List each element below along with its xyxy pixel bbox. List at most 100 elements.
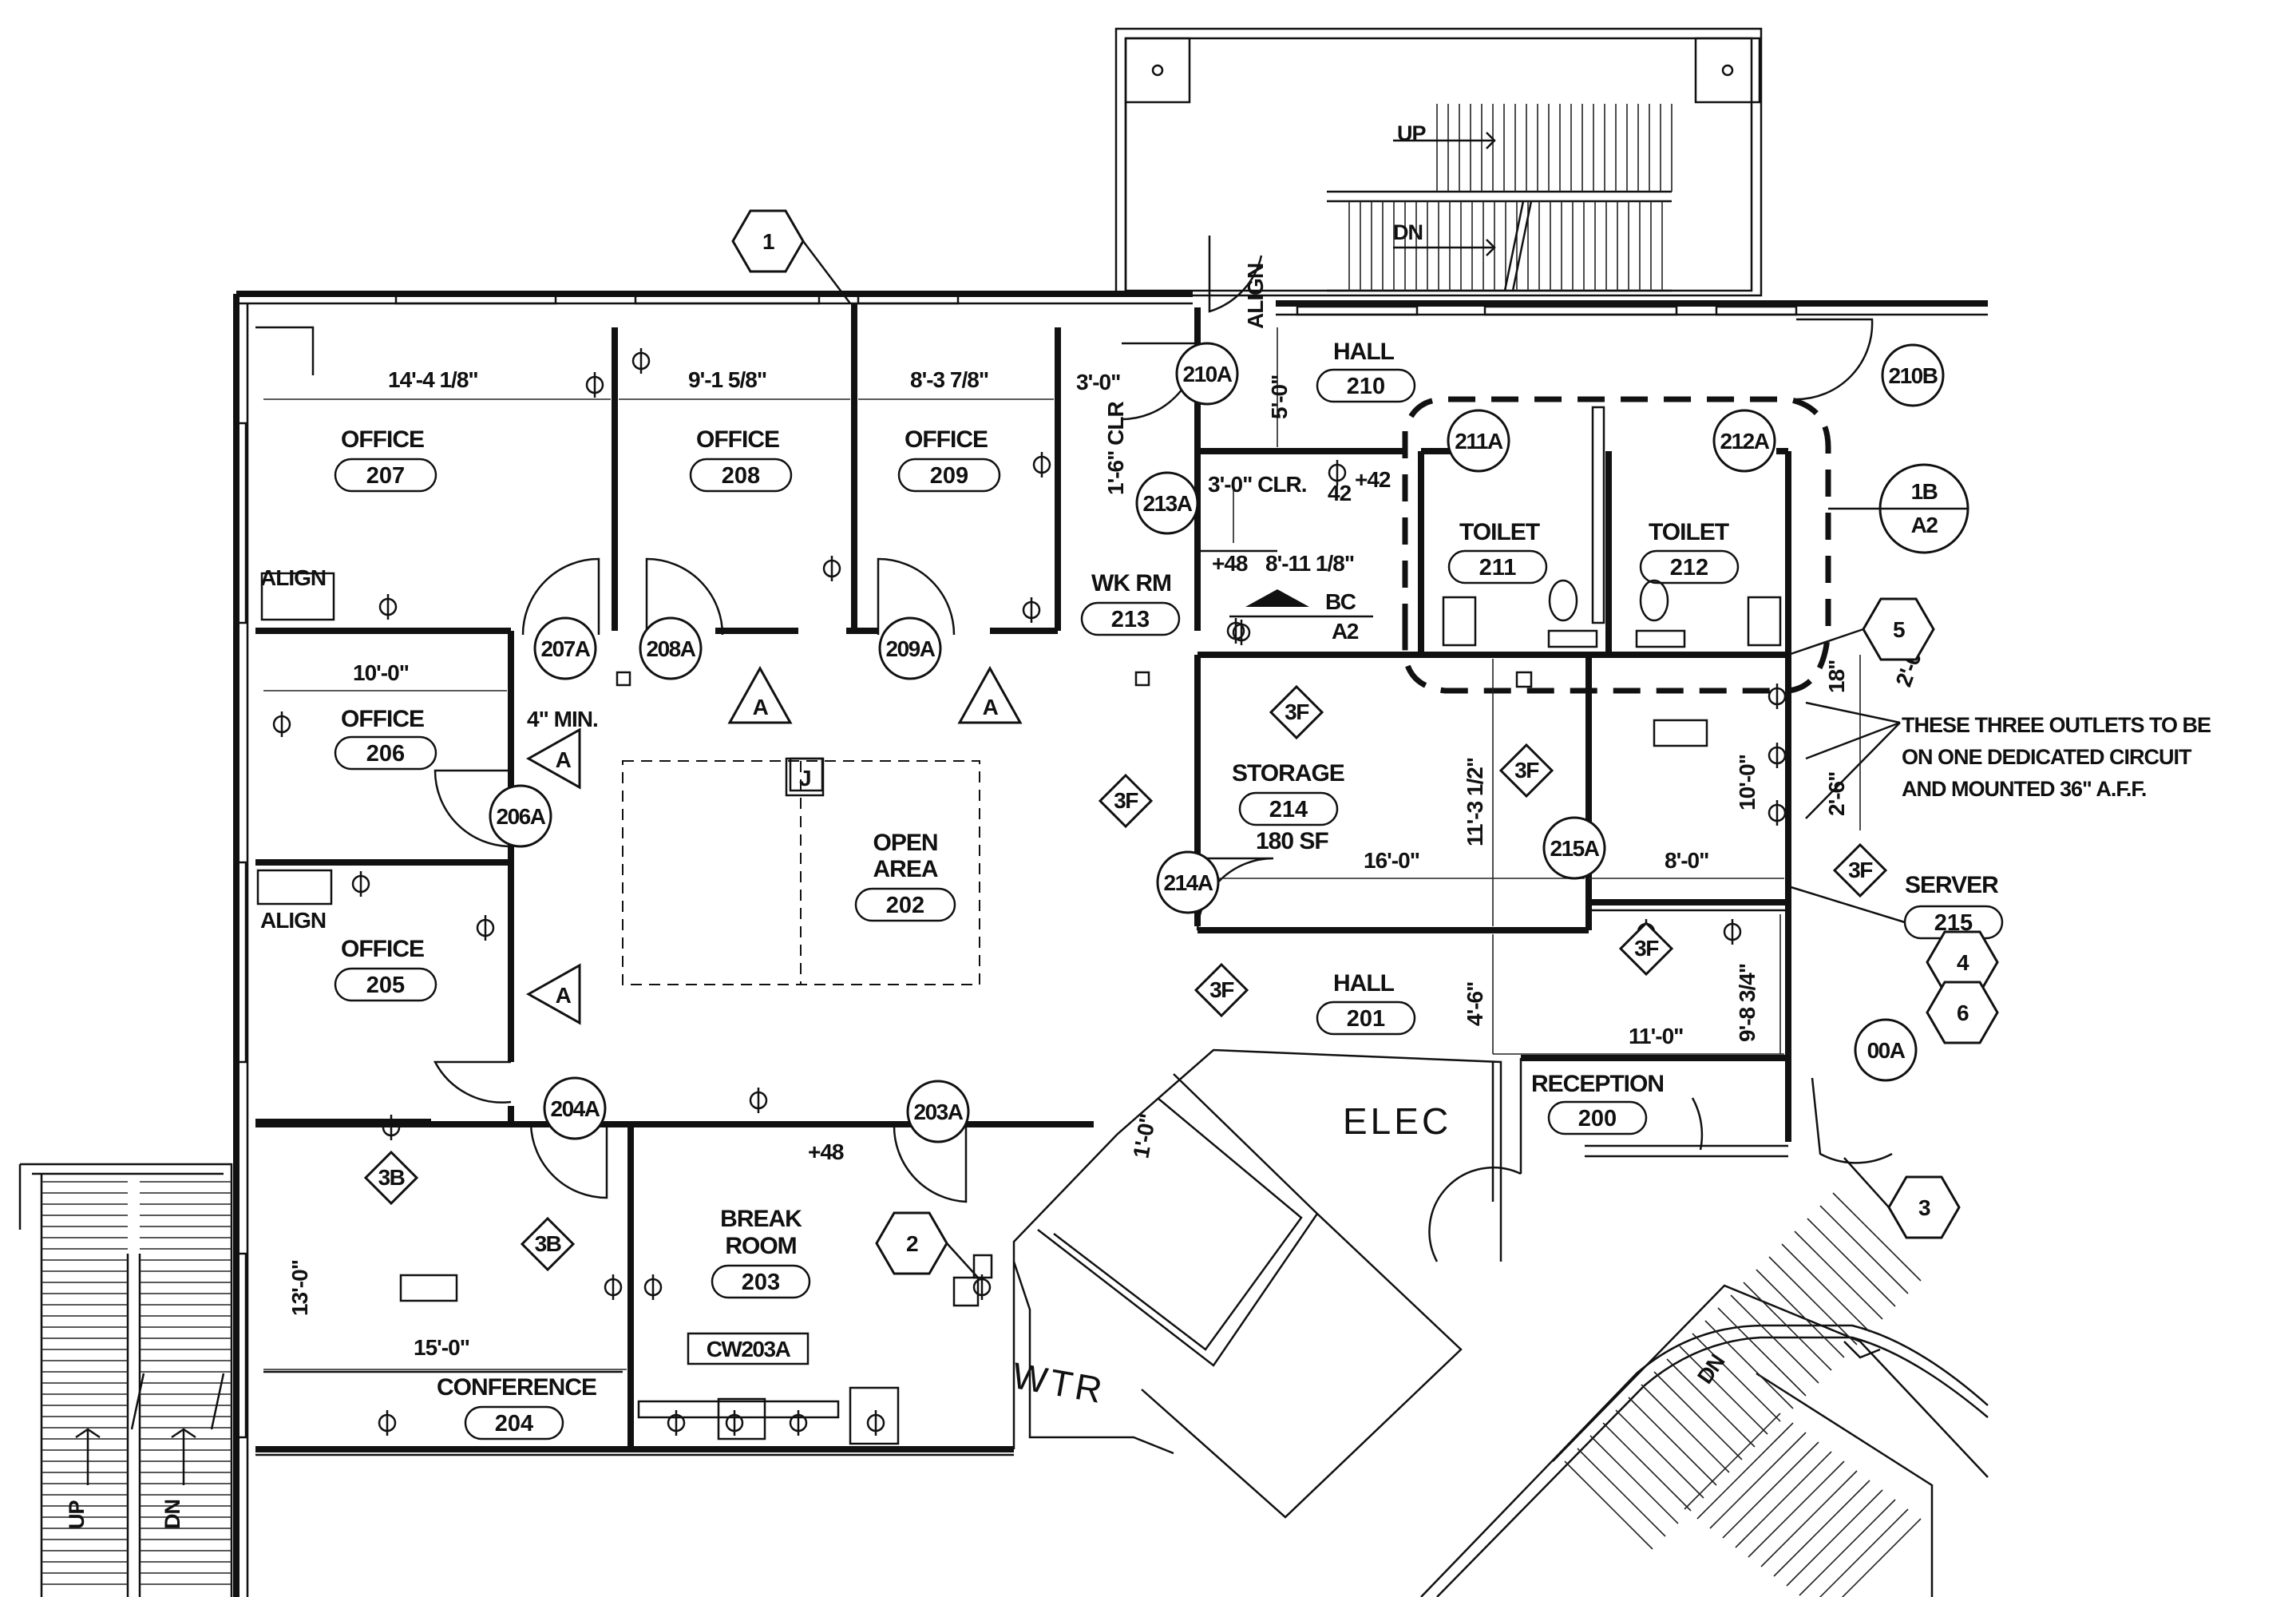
door-tag-label: 210A (1183, 362, 1233, 386)
outlets (272, 348, 1787, 1436)
diamond-tag (1269, 684, 1324, 740)
stair-left-up-label: UP (65, 1500, 89, 1529)
a-tag-triangle (525, 963, 581, 1025)
tag-3: 3 (1918, 1195, 1930, 1220)
room-name-203-line2: ROOM (725, 1233, 796, 1259)
room-number-204: 204 (495, 1411, 533, 1437)
diamond-tag-label: 3F (1634, 936, 1659, 961)
room-number-202: 202 (886, 893, 924, 918)
door-tag-label: 215A (1550, 836, 1600, 861)
diamond-tag (1832, 842, 1888, 898)
section-tag-bottom: A2 (1911, 513, 1938, 537)
room-number-207: 207 (366, 463, 405, 489)
diamond-tag (1618, 921, 1674, 977)
dim-7: 3'-0" CLR. (1208, 472, 1307, 497)
note-line-3: AND MOUNTED 36" A.F.F. (1902, 777, 2146, 801)
room-name-205: OFFICE (341, 936, 424, 962)
room-number-200: 200 (1578, 1106, 1617, 1131)
door-tag-circle (489, 784, 552, 848)
room-labels: OFFICE 207 OFFICE 208 OFFICE 209 OFFICE … (334, 339, 2004, 1440)
dim-4: 3'-0" (1076, 370, 1120, 394)
stair-left-dn-label: DN (160, 1500, 184, 1529)
diamond-tag (363, 1150, 419, 1206)
diamond-tag-label: 3F (1209, 977, 1234, 1002)
doors (433, 236, 1893, 1262)
tag-4: 4 (1957, 950, 1969, 975)
diamond-tag (1098, 773, 1154, 829)
door-tag-label: 212A (1720, 429, 1770, 454)
dim-13: 42 (1328, 481, 1352, 505)
door-tag-circle (906, 1080, 970, 1143)
room-name-200: RECEPTION (1531, 1071, 1664, 1097)
room-area-214: 180 SF (1256, 828, 1328, 854)
dim-5: 10'-0" (353, 660, 409, 685)
stair-dn-label: DN (1393, 220, 1423, 244)
dim-8: 1'-6" CLR (1103, 401, 1128, 495)
triangle-tags: A A A A (525, 665, 1023, 1025)
room-name-215: SERVER (1905, 872, 1999, 898)
door-tag-circle (1854, 1018, 1918, 1082)
symbol-tags: 1 2 5 3 4 6 1B A2 BC A2 CW203A (687, 209, 1999, 1365)
dashed-overlays (622, 396, 1831, 985)
top-stair: UP DN (1114, 27, 1763, 297)
room-number-206: 206 (366, 741, 405, 767)
diamond-tag (1194, 962, 1249, 1018)
dim-12: +42 (1355, 467, 1391, 492)
diamond-tag-label: 3F (1848, 858, 1873, 882)
dim-27: 15'-0" (414, 1335, 469, 1360)
door-tag-label: 210B (1889, 363, 1938, 388)
a-tag-label: A (753, 695, 769, 719)
a-tag-label: A (556, 983, 572, 1008)
stair-up-label: UP (1397, 121, 1426, 145)
room-number-211: 211 (1479, 555, 1517, 581)
left-stair: UP DN (18, 1163, 233, 1597)
dim-16: 8'-0" (1665, 848, 1708, 873)
room-name-204: CONFERENCE (437, 1374, 596, 1401)
door-tag-label: 214A (1164, 870, 1213, 895)
lower-right-stair: DN (1420, 1192, 1989, 1597)
exterior-walls (233, 291, 1988, 1597)
room-number-208: 208 (722, 463, 760, 489)
diamond-tag-label: 3B (535, 1231, 561, 1256)
room-name-211: TOILET (1459, 519, 1540, 545)
dim-9: 5'-0" (1267, 375, 1292, 419)
room-name-wtr: WTR (1009, 1354, 1108, 1411)
dim-15: 11'-3 1/2" (1463, 758, 1487, 846)
dim-1: 14'-4 1/8" (388, 367, 478, 392)
room-name-209: OFFICE (905, 426, 988, 453)
note-line-1: THESE THREE OUTLETS TO BE (1902, 713, 2211, 737)
a-tag-label: A (556, 747, 572, 772)
room-name-208: OFFICE (696, 426, 779, 453)
a-tag-triangle (957, 665, 1023, 724)
dim-3: 8'-3 7/8" (910, 367, 988, 392)
section-tag-top: 1B (1911, 479, 1938, 504)
room-number-205: 205 (366, 973, 405, 998)
room-name-201: HALL (1333, 970, 1395, 997)
dim-21: 9'-8 3/4" (1735, 964, 1760, 1042)
tag-2: 2 (906, 1231, 918, 1256)
tag-6: 6 (1957, 1001, 1969, 1025)
dim-17: 10'-0" (1735, 755, 1760, 810)
dim-align-3: ALIGN (1243, 264, 1268, 329)
dim-11: +48 (1212, 551, 1248, 576)
door-tag-label: 211A (1455, 429, 1503, 454)
room-name-212: TOILET (1649, 519, 1729, 545)
room-number-212: 212 (1670, 555, 1708, 581)
stair-br-dn-label: DN (1692, 1350, 1729, 1389)
dimensions: 14'-4 1/8" 9'-1 5/8" 8'-3 7/8" 3'-0" 10'… (260, 264, 1930, 1370)
a-tag-label: A (983, 695, 999, 719)
dim-19: 18" (1824, 660, 1849, 693)
room-name-206: OFFICE (341, 706, 424, 732)
room-name-203-line1: BREAK (720, 1206, 802, 1232)
a-tag-triangle (525, 727, 581, 790)
door-tag-circle (1542, 816, 1606, 880)
diamond-tag-label: 3F (1114, 788, 1138, 813)
door-tag-circle (1175, 342, 1239, 406)
dim-26: 13'-0" (287, 1260, 312, 1316)
dim-align-2: ALIGN (260, 908, 326, 933)
door-tag-circle (1156, 850, 1220, 914)
bc-sheet-tag: A2 (1332, 619, 1359, 644)
door-tag-label: 213A (1143, 491, 1193, 516)
dim-10: 8'-11 1/8" (1265, 551, 1354, 576)
